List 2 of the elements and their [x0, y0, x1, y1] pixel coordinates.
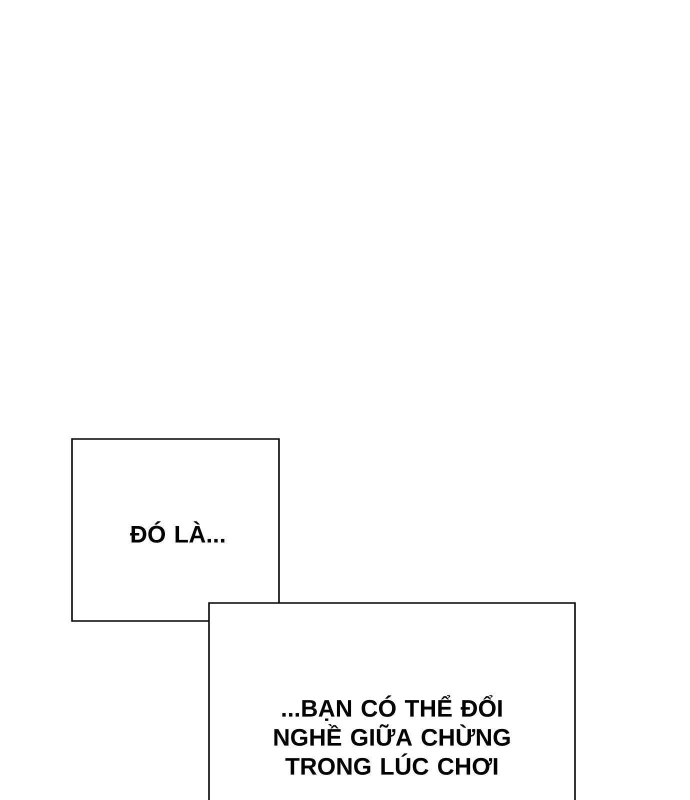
caption-box: ĐÓ LÀ... [71, 438, 280, 622]
caption-box: ...BẠN CÓ THỂ ĐỔI NGHỀ GIỮA CHỪNG TRONG LÚC CHƠI [208, 602, 576, 800]
